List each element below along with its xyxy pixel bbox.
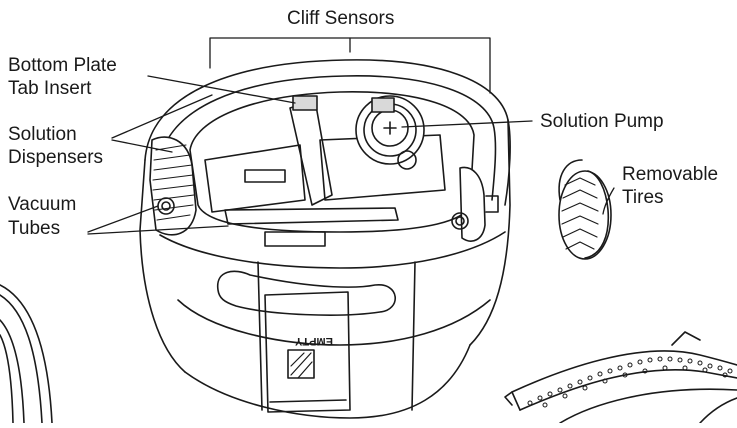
label-bottom-plate-line1: Bottom Plate xyxy=(8,55,117,76)
bottom-plate xyxy=(504,331,737,424)
removable-tire xyxy=(558,159,612,260)
label-cliff-sensors: Cliff Sensors xyxy=(287,8,395,29)
solution-pump xyxy=(292,95,425,170)
leader-lines xyxy=(87,37,615,235)
right-tire-mounted xyxy=(459,166,499,242)
label-vacuum-tubes-line1: Vacuum xyxy=(8,194,77,215)
robot-body xyxy=(139,59,511,419)
plate-holes xyxy=(527,356,733,408)
label-bottom-plate-line2: Tab Insert xyxy=(8,78,92,99)
label-solution-dispensers-line2: Dispensers xyxy=(8,147,104,168)
empty-mark: EMPTY xyxy=(294,335,333,347)
label-vacuum-tubes-line2: Tubes xyxy=(8,218,61,239)
label-solution-dispensers-line1: Solution xyxy=(8,124,77,145)
label-removable-tires-line2: Tires xyxy=(622,187,664,208)
left-partial-ring xyxy=(0,284,53,424)
left-tire xyxy=(149,136,197,236)
label-removable-tires-line1: Removable xyxy=(622,164,719,185)
label-solution-pump: Solution Pump xyxy=(540,111,664,132)
